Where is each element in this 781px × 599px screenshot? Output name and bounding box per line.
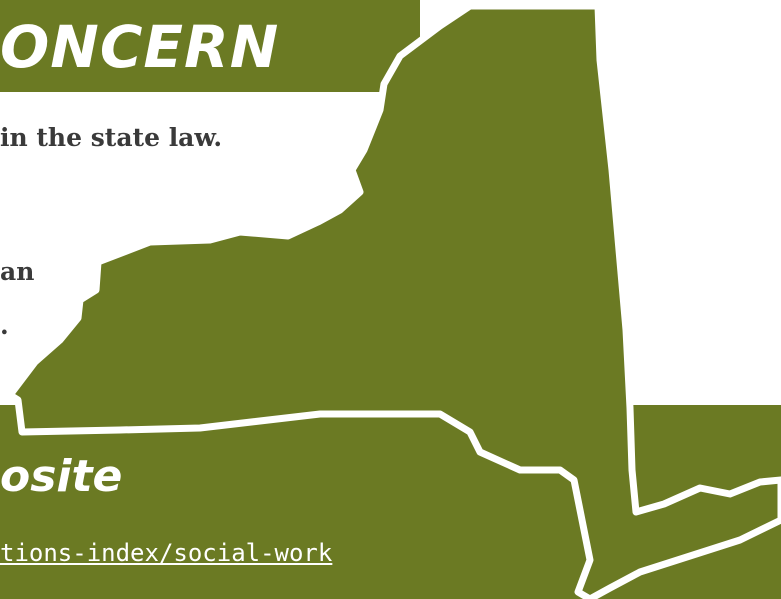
body-text-line-1: in the state law. [0,123,223,152]
website-link[interactable]: tions-index/social-work [0,539,333,567]
body-text-line-2: an [0,257,35,286]
website-heading: osite [0,451,123,502]
state-outline-shape [6,2,781,599]
banner-title: ONCERN [0,13,280,81]
top-banner [0,0,420,92]
body-text-line-3: . [0,311,9,340]
